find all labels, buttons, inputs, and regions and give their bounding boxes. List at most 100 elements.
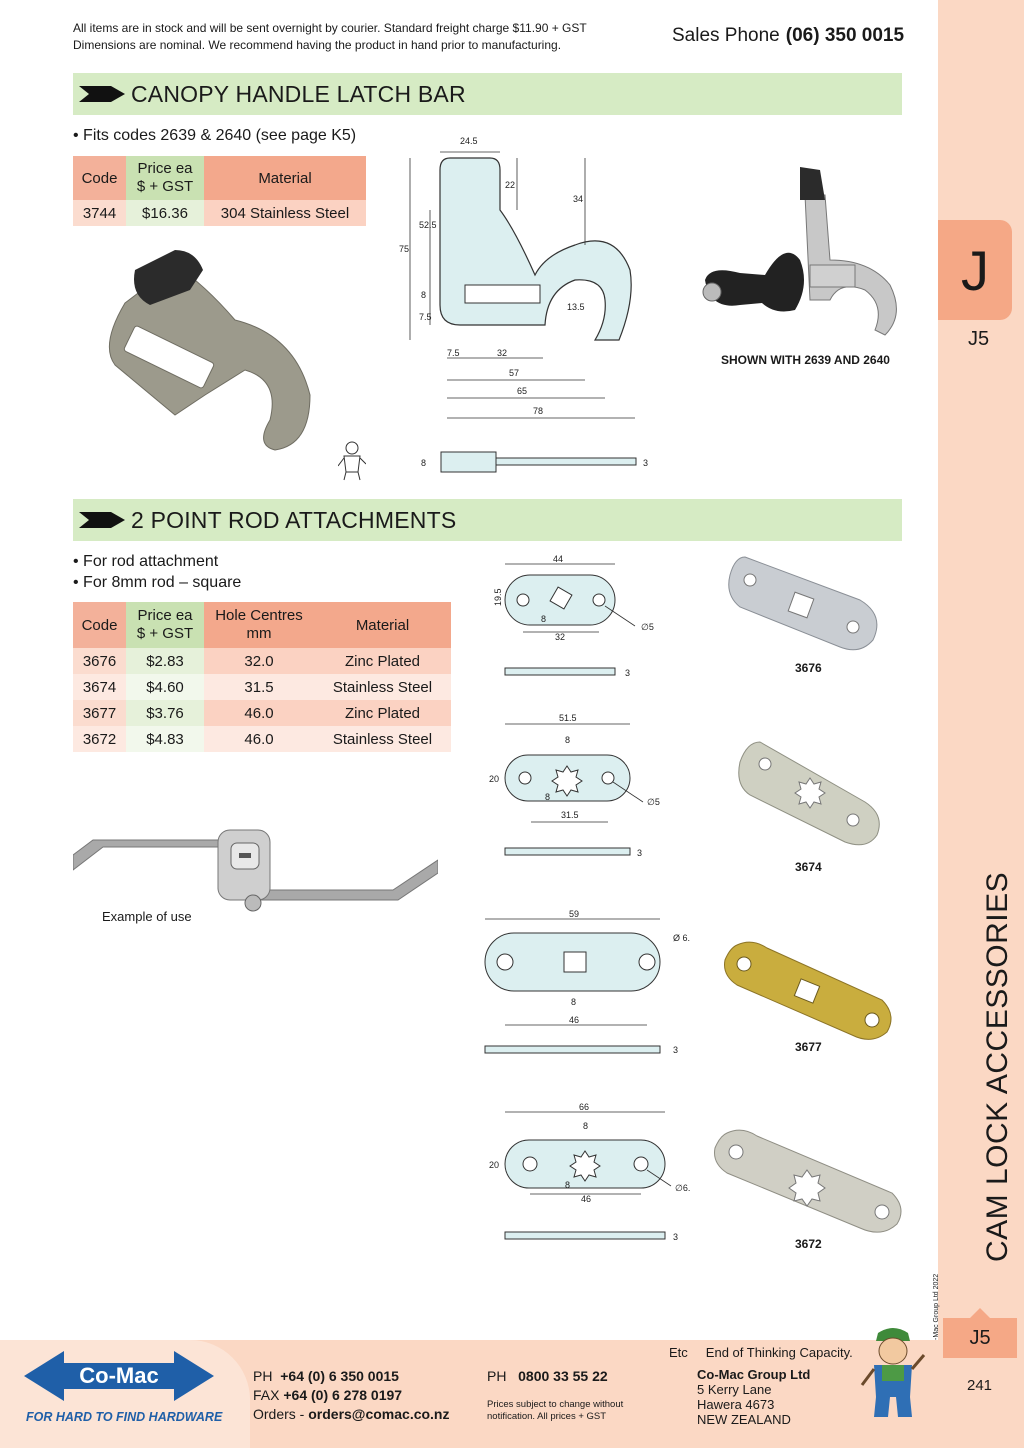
ph-value: +64 (0) 6 350 0015 xyxy=(280,1368,399,1384)
fax-value: +64 (0) 6 278 0197 xyxy=(283,1387,403,1403)
dim-centres: 46 xyxy=(569,1015,579,1025)
cell-material: Stainless Steel xyxy=(314,674,451,700)
prices-note: Prices subject to change without notific… xyxy=(487,1399,623,1423)
footer-orders: Orders - orders@comac.co.nz xyxy=(253,1406,450,1422)
cell-price: $16.36 xyxy=(126,200,204,226)
notice-line-1: All items are in stock and will be sent … xyxy=(73,21,587,35)
mascot-icon xyxy=(860,1328,926,1417)
dim-hole: ∅6.5 xyxy=(675,1183,690,1193)
cell-code: 3677 xyxy=(73,700,126,726)
cell-price: $3.76 xyxy=(126,700,204,726)
dim-thick: 3 xyxy=(673,1232,678,1242)
notice-line-2: Dimensions are nominal. We recommend hav… xyxy=(73,38,562,52)
rod-attachment-table: Code Price ea $ + GST Hole Centres mm Ma… xyxy=(73,602,451,752)
latch-bar-drawing: 24.5 22 34 52.5 75 8 7.5 13.5 7.5 32 57 … xyxy=(399,136,648,473)
part-3677-label: 3677 xyxy=(795,1040,822,1054)
cell-price: $4.83 xyxy=(126,726,204,752)
table-row: 3676 $2.83 32.0 Zinc Plated xyxy=(73,648,451,674)
dim-thick: 3 xyxy=(625,668,630,678)
example-caption: Example of use xyxy=(102,909,192,924)
page-code-top: J5 xyxy=(968,328,990,350)
arrow-icon xyxy=(79,512,125,528)
part-3672-label: 3672 xyxy=(795,1237,822,1251)
prices-note-2: notification. All prices + GST xyxy=(487,1411,607,1422)
dim-square: 8 xyxy=(565,735,570,745)
address-line-2: Hawera 4673 xyxy=(697,1397,775,1412)
dim-square: 8 xyxy=(571,997,576,1007)
part-3674-drawing: 51.5 8 20 31.5 8 ∅5 3 xyxy=(489,713,660,858)
address-line-3: NEW ZEALAND xyxy=(697,1412,791,1427)
end-note: End of Thinking Capacity. xyxy=(705,1345,853,1360)
dim-centres: 31.5 xyxy=(561,810,579,820)
dim-star: 8 xyxy=(545,792,550,802)
cell-material: Zinc Plated xyxy=(314,700,451,726)
section-title: CANOPY HANDLE LATCH BAR xyxy=(131,80,466,107)
company-address: Co-Mac Group Ltd 5 Kerry Lane Hawera 467… xyxy=(697,1367,810,1427)
sales-phone: Sales Phone(06) 350 0015 xyxy=(672,25,904,47)
vertical-category-title: CAM LOCK ACCESSORIES xyxy=(981,871,1014,1262)
dim-32: 32 xyxy=(497,348,507,358)
dim-thick: 3 xyxy=(673,1045,678,1055)
orders-email[interactable]: orders@comac.co.nz xyxy=(308,1406,450,1422)
cell-price: $4.60 xyxy=(126,674,204,700)
etc-label: Etc xyxy=(669,1345,688,1360)
cell-hole-centres: 32.0 xyxy=(204,648,314,674)
dim-57: 57 xyxy=(509,368,519,378)
company-name: Co-Mac Group Ltd xyxy=(697,1367,811,1382)
dim-52: 52.5 xyxy=(419,220,437,230)
page-code-bottom: J5 xyxy=(943,1308,1017,1358)
latch-bar-photo xyxy=(108,250,311,451)
dim-side-3: 3 xyxy=(643,458,648,468)
header-material: Material xyxy=(314,602,451,648)
table-row: 3677 $3.76 46.0 Zinc Plated xyxy=(73,700,451,726)
cell-material: Zinc Plated xyxy=(314,648,451,674)
assembled-latch-photo xyxy=(702,167,897,336)
address-line-1: 5 Kerry Lane xyxy=(697,1382,772,1397)
dim-side-8: 8 xyxy=(421,458,426,468)
dim-7-5-left: 7.5 xyxy=(419,312,432,322)
section-header-canopy: CANOPY HANDLE LATCH BAR xyxy=(73,73,902,115)
page-number: 241 xyxy=(967,1377,993,1394)
ph-label: PH xyxy=(253,1368,273,1384)
header-code: Code xyxy=(73,602,126,648)
cell-price: $2.83 xyxy=(126,648,204,674)
comac-logo: Co-Mac xyxy=(24,1351,214,1401)
latch-bar-table: Code Price ea $ + GST Material 3744 $16.… xyxy=(73,156,366,226)
example-of-use-photo xyxy=(73,829,438,912)
part-3672-drawing: 66 8 20 46 8 ∅6.5 3 xyxy=(489,1102,690,1242)
section-title: 2 POINT ROD ATTACHMENTS xyxy=(131,506,457,533)
dim-top-width: 24.5 xyxy=(460,136,478,146)
table-row: 3672 $4.83 46.0 Stainless Steel xyxy=(73,726,451,752)
part-3672-photo xyxy=(714,1129,902,1233)
sales-number: (06) 350 0015 xyxy=(785,25,905,46)
etc-note: Etc End of Thinking Capacity. xyxy=(669,1345,853,1360)
cell-code: 3674 xyxy=(73,674,126,700)
tagline: FOR HARD TO FIND HARDWARE xyxy=(26,1410,223,1424)
cell-code: 3676 xyxy=(73,648,126,674)
table-row: 3744 $16.36 304 Stainless Steel xyxy=(73,200,366,226)
footer-freephone: PH 0800 33 55 22 xyxy=(487,1368,608,1384)
header-material: Material xyxy=(204,156,366,200)
shown-with-caption: SHOWN WITH 2639 AND 2640 xyxy=(721,353,890,367)
rod-note-2: • For 8mm rod – square xyxy=(73,574,242,591)
dim-22: 22 xyxy=(505,180,515,190)
logo-text: Co-Mac xyxy=(79,1363,158,1388)
dim-centres: 46 xyxy=(581,1194,591,1204)
header-hole-centres: Hole Centres mm xyxy=(204,602,314,648)
dim-height: 19.5 xyxy=(493,588,503,606)
dim-hole: Ø 6.5 xyxy=(673,933,690,943)
footer-sweep xyxy=(0,1340,250,1448)
mascot-small-icon xyxy=(338,441,366,481)
footer-fax: FAX +64 (0) 6 278 0197 xyxy=(253,1387,402,1403)
rod-note-1: • For rod attachment xyxy=(73,553,219,570)
part-3674-photo xyxy=(738,741,880,846)
cell-material: Stainless Steel xyxy=(314,726,451,752)
dim-height: 20 xyxy=(489,1160,499,1170)
cell-hole-centres: 31.5 xyxy=(204,674,314,700)
dim-width: 44 xyxy=(553,554,563,564)
footer-phone: PH +64 (0) 6 350 0015 xyxy=(253,1368,399,1384)
section-header-rod: 2 POINT ROD ATTACHMENTS xyxy=(73,499,902,541)
dim-height: 20 xyxy=(489,774,499,784)
header-price: Price ea $ + GST xyxy=(126,602,204,648)
dim-65: 65 xyxy=(517,386,527,396)
